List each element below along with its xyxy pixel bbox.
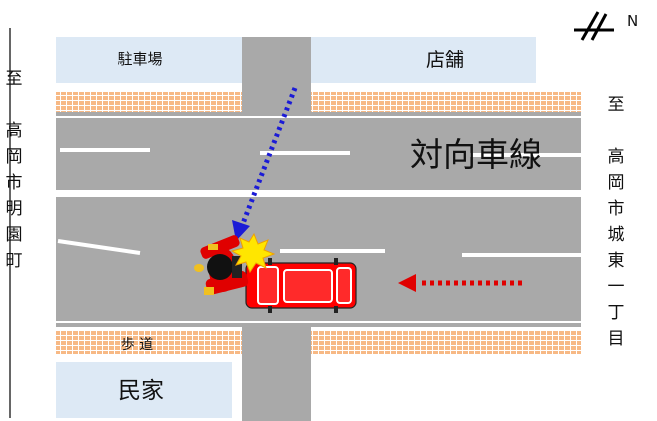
- residence-label: 民家: [118, 378, 164, 404]
- direction-char: 丁: [607, 303, 625, 323]
- direction-char: 一: [607, 277, 625, 297]
- direction-char: 岡: [5, 147, 23, 167]
- car-icon: [245, 258, 357, 313]
- direction-char: 町: [5, 251, 23, 271]
- direction-char: 高: [5, 121, 23, 141]
- shop-label: 店舗: [426, 49, 464, 71]
- opposite-lane-label: 対向車線: [410, 135, 542, 174]
- bottom-sidewalk-right: [311, 330, 581, 354]
- direction-char: 至: [5, 69, 23, 89]
- direction-char: 明: [5, 199, 23, 219]
- parking-block: [56, 37, 242, 83]
- direction-char: 市: [607, 199, 625, 219]
- direction-char: 至: [607, 95, 625, 115]
- car-path-arrow: [398, 274, 522, 292]
- direction-char: 城: [607, 225, 625, 245]
- motorcycle-path-arrow: [232, 87, 298, 241]
- north-label: N: [627, 12, 638, 30]
- direction-char: 東: [607, 251, 625, 271]
- direction-right-text: 至 高岡市城東一丁目: [603, 92, 629, 352]
- direction-char: 岡: [607, 173, 625, 193]
- residence-block: [56, 362, 232, 418]
- top-sidewalk-right: [311, 92, 581, 112]
- lane-dash: [57, 239, 141, 255]
- center-divider: [56, 190, 581, 197]
- bottom-sidewalk-left: [56, 330, 242, 354]
- shop-block: [311, 37, 536, 83]
- direction-char: [603, 118, 629, 144]
- sidewalk-label: 歩 道: [121, 337, 153, 353]
- motorcyclist-icon: [194, 235, 249, 295]
- parking-label: 駐車場: [117, 50, 162, 68]
- north-arrow-icon: [574, 11, 614, 41]
- direction-left-text: 至 高岡市明園町: [1, 66, 27, 274]
- direction-char: 園: [5, 225, 23, 245]
- direction-char: 市: [5, 173, 23, 193]
- direction-char: 高: [607, 147, 625, 167]
- impact-burst-icon: [230, 232, 276, 274]
- direction-right-label: 至 高岡市城東一丁目: [603, 92, 629, 352]
- direction-left-label: 至 高岡市明園町: [1, 66, 27, 274]
- top-sidewalk-left: [56, 92, 242, 112]
- direction-char: 目: [607, 329, 625, 349]
- direction-char: [1, 92, 27, 118]
